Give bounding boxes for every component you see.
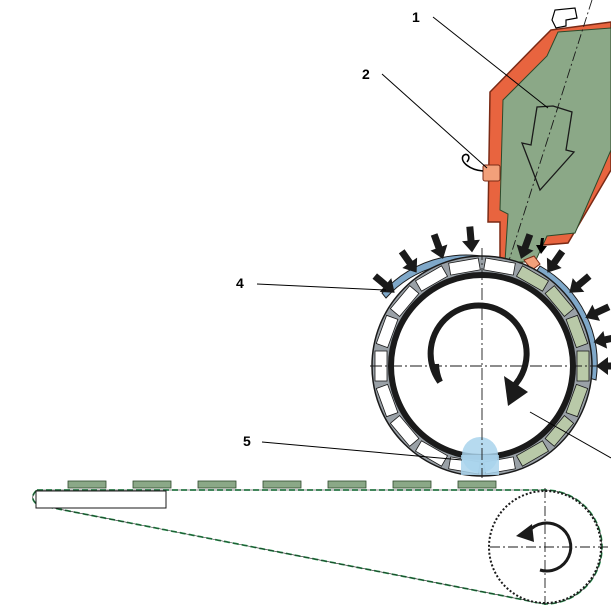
seed-pad	[132, 480, 172, 489]
pressure-arrow-icon	[596, 357, 611, 375]
sensor-icon	[482, 164, 501, 182]
hopper	[461, 0, 611, 271]
drum-cell	[375, 314, 399, 349]
pressure-arrow-icon	[593, 330, 611, 349]
seed-pads	[67, 480, 497, 489]
pressure-arrow-icon	[462, 226, 480, 253]
drum-cell	[448, 257, 481, 276]
pressure-arrow-icon	[430, 233, 448, 259]
hopper-centerline	[505, 0, 593, 271]
drum-rotation-arrow-icon	[427, 302, 530, 391]
drum-cell	[565, 314, 589, 349]
seed-pad	[67, 480, 107, 489]
callout-5: 5	[243, 433, 463, 461]
pressure-arrows	[372, 226, 611, 375]
drum-cell	[414, 440, 449, 467]
callout-1: 1	[412, 9, 549, 109]
sensor-cable	[461, 153, 484, 172]
hopper-top-bracket	[551, 7, 578, 29]
flow-arrow-icon	[520, 105, 576, 192]
drum-cell	[389, 415, 420, 447]
pressure-arrow-icon	[546, 249, 566, 273]
outlet-arrow-icon	[536, 238, 547, 254]
drum-cell	[515, 265, 550, 292]
seed-pad	[457, 480, 497, 489]
pressure-arrow-icon	[569, 273, 592, 293]
drum-cell	[414, 265, 449, 292]
conveyor-belt	[31, 480, 611, 605]
belt-support-plate	[35, 490, 167, 509]
hopper-chute	[499, 27, 611, 263]
callout-2-label: 2	[362, 66, 370, 82]
drum-cell	[544, 415, 575, 447]
seed-pad	[262, 480, 302, 489]
seed-pad	[197, 480, 237, 489]
drum-cell	[544, 285, 575, 317]
callout-4: 4	[236, 275, 387, 291]
callout-3-leader	[529, 411, 611, 459]
drum	[370, 248, 611, 478]
callout-1-label: 1	[412, 9, 420, 25]
drum-cell	[483, 257, 516, 276]
seed-pad	[327, 480, 367, 489]
seed-pad	[392, 480, 432, 489]
callout-4-label: 4	[236, 275, 244, 291]
drum-cell	[375, 383, 399, 418]
pressure-arrow-icon	[516, 233, 534, 259]
callout-2: 2	[362, 66, 488, 169]
pressure-arrow-icon	[398, 249, 418, 273]
drum-cell	[389, 285, 420, 317]
pulley-rotation-arrow-icon	[526, 521, 573, 573]
drum-cell	[565, 383, 589, 418]
pressure-arrow-icon	[372, 273, 395, 293]
drum-cell	[515, 440, 550, 467]
callout-5-label: 5	[243, 433, 251, 449]
pressure-arrow-icon	[585, 303, 611, 321]
